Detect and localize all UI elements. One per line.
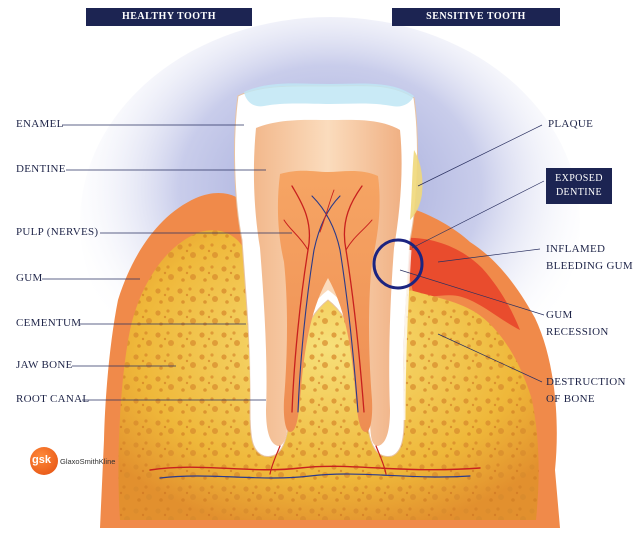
label-exposed-dentine: EXPOSED DENTINE: [546, 168, 612, 204]
sensitive-tooth-banner: SENSITIVE TOOTH: [392, 8, 560, 26]
label-destruction-2: OF BONE: [546, 393, 595, 405]
gsk-logo-mark: gsk: [30, 447, 58, 475]
label-dentine: DENTINE: [16, 163, 66, 175]
leader-lines-left: [42, 124, 292, 401]
label-inflamed-2: BLEEDING GUM: [546, 260, 634, 272]
root-canal-vessels: [149, 445, 481, 479]
label-root-canal: ROOT CANAL: [16, 393, 90, 405]
label-pulp: PULP (NERVES): [16, 226, 99, 238]
label-gum: GUM: [16, 272, 43, 284]
label-enamel: ENAMEL: [16, 118, 64, 130]
gsk-logo-mark-text: gsk: [32, 454, 51, 466]
exposed-dentine-line-1: EXPOSED: [555, 173, 603, 184]
label-plaque: PLAQUE: [548, 118, 594, 130]
bone-pores: [118, 230, 539, 521]
pulp-nerves: [283, 185, 373, 413]
cementum: [244, 249, 412, 421]
plaque-deposit: [410, 150, 423, 220]
label-recession-1: GUM: [546, 309, 573, 321]
leader-lines-right: [399, 124, 545, 383]
exposed-dentine-line-2: DENTINE: [555, 187, 603, 198]
label-inflamed-1: INFLAMED: [546, 243, 606, 255]
inflamed-gum: [400, 237, 520, 330]
gsk-logo-name: GlaxoSmithKline: [60, 457, 116, 466]
label-destruction-1: DESTRUCTION: [546, 376, 626, 388]
enamel-top: [244, 83, 414, 107]
healthy-tooth-banner: HEALTHY TOOTH: [86, 8, 252, 26]
exposed-dentine-circle: [372, 238, 424, 290]
label-recession-2: RECESSION: [546, 326, 609, 338]
label-jaw-bone: JAW BONE: [16, 359, 73, 371]
gsk-logo: gsk GlaxoSmithKline: [30, 444, 150, 480]
label-cementum: CEMENTUM: [16, 317, 82, 329]
